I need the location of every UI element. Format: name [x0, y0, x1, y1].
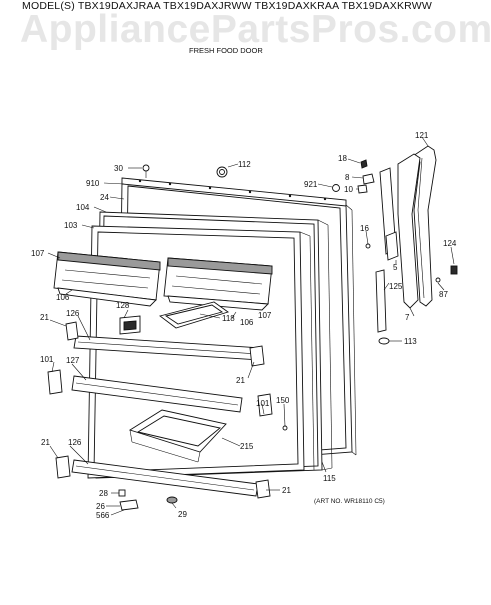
callout-121: 121 — [415, 131, 429, 140]
callout-150: 150 — [276, 396, 290, 405]
callout-101-left: 101 — [40, 355, 54, 364]
callout-8: 8 — [345, 173, 350, 182]
watermark-text: AppliancePartsPros.com — [20, 8, 491, 51]
clip-8 — [362, 173, 375, 185]
callout-101-right: 101 — [256, 399, 270, 408]
callout-126-upper: 126 — [66, 309, 80, 318]
callout-21-upper: 21 — [40, 313, 49, 322]
leader-lines — [47, 136, 455, 516]
callout-28: 28 — [99, 489, 108, 498]
door-shelf-126-lower — [71, 459, 259, 497]
callout-107-left: 107 — [31, 249, 45, 258]
dairy-door-left — [53, 251, 161, 307]
callout-115: 115 — [323, 474, 336, 483]
dairy-bin-118 — [158, 301, 230, 329]
screw-150 — [282, 425, 288, 431]
handle-121 — [397, 145, 437, 309]
callout-113: 113 — [404, 337, 417, 346]
callout-16: 16 — [360, 224, 369, 233]
callout-910: 910 — [86, 179, 100, 188]
callout-24: 24 — [100, 193, 109, 202]
callout-104: 104 — [76, 203, 90, 212]
hinge-plate-26 — [119, 499, 139, 511]
callout-126-lower: 126 — [68, 438, 82, 447]
callout-21-lower-right: 21 — [282, 486, 291, 495]
callout-566: 566 — [96, 511, 110, 520]
screw-18 — [360, 159, 368, 169]
callout-5: 5 — [393, 263, 398, 272]
dairy-door-right — [163, 257, 273, 311]
trim-125 — [375, 269, 387, 333]
handle-bracket-5 — [379, 167, 399, 261]
callout-921: 921 — [304, 180, 318, 189]
callout-112: 112 — [238, 160, 251, 169]
callout-29: 29 — [178, 510, 187, 519]
model-line: MODEL(S) TBX19DAXJRAA TBX19DAXJRWW TBX19… — [22, 0, 432, 12]
callout-215: 215 — [240, 442, 254, 451]
hinge-128 — [119, 315, 141, 335]
diagram-subtitle: FRESH FOOD DOOR — [189, 46, 263, 55]
callout-124: 124 — [443, 239, 457, 248]
callout-128: 128 — [116, 301, 130, 310]
stop-29 — [166, 496, 178, 504]
callout-18: 18 — [338, 154, 347, 163]
callout-30: 30 — [114, 164, 123, 173]
door-shelf-127 — [71, 375, 243, 413]
callout-labels: 30 112 910 24 104 103 107 106 128 118 10… — [31, 131, 457, 520]
shelf-cap-101-left — [47, 369, 63, 395]
callout-26: 26 — [96, 502, 105, 511]
plug-921 — [332, 184, 340, 192]
callout-21-lower-left: 21 — [41, 438, 50, 447]
screw-30 — [142, 164, 150, 178]
shelf-support-21-upper-left — [65, 321, 79, 341]
callout-107-right: 107 — [258, 311, 272, 320]
plug-112 — [216, 166, 228, 178]
art-number: (ART NO. WR18110 C5) — [314, 498, 385, 505]
shelf-support-21-lower-left — [55, 455, 71, 479]
callout-125: 125 — [389, 282, 403, 291]
callout-10: 10 — [344, 185, 353, 194]
shelf-support-21-lower-right — [255, 479, 271, 499]
callout-106-left: 106 — [56, 293, 70, 302]
callout-87: 87 — [439, 290, 448, 299]
callout-21-mid: 21 — [236, 376, 245, 385]
top-trim-910 — [121, 177, 347, 207]
callout-7: 7 — [405, 313, 410, 322]
callout-103: 103 — [64, 221, 78, 230]
callout-106-right: 106 — [240, 318, 254, 327]
screw-16 — [365, 243, 371, 249]
cap-113 — [378, 337, 390, 345]
screw-87 — [435, 277, 441, 283]
pin-28 — [118, 489, 126, 497]
shelf-cap-101-right — [257, 393, 273, 417]
cap-124 — [450, 265, 458, 275]
gallon-bin-215 — [128, 409, 227, 463]
callout-118: 118 — [222, 314, 235, 323]
callout-127: 127 — [66, 356, 80, 365]
shelf-support-21-mid — [249, 345, 265, 367]
clip-10 — [357, 184, 368, 194]
